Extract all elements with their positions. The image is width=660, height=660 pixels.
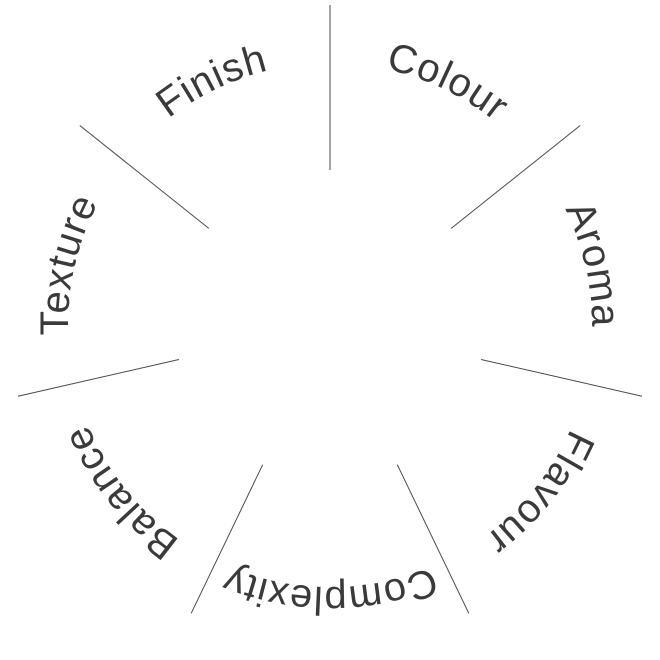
- segment-label-text: Aroma: [557, 195, 626, 328]
- segment-label-text: Colour: [383, 35, 516, 129]
- segment-label-complexity: Complexity: [216, 558, 443, 622]
- segment-label-text: Balance: [55, 419, 185, 568]
- segment-label-text: Texture: [33, 187, 106, 335]
- segment-label-text: Finish: [148, 36, 271, 126]
- segment-divider: [17, 359, 180, 397]
- segment-label-aroma: Aroma: [557, 195, 627, 328]
- segment-label-text: Flavour: [479, 424, 602, 564]
- segment-label-texture: Texture: [33, 187, 107, 335]
- segment-label-colour: Colour: [383, 35, 517, 129]
- segment-label-flavour: Flavour: [479, 424, 603, 564]
- segment-label-balance: Balance: [55, 419, 186, 568]
- segment-divider: [480, 359, 643, 397]
- segment-divider: [396, 464, 470, 614]
- segment-divider: [79, 125, 210, 229]
- segment-divider: [190, 464, 264, 614]
- segment-label-finish: Finish: [148, 36, 272, 126]
- segment-dividers: [17, 5, 643, 614]
- segment-label-text: Complexity: [216, 558, 442, 622]
- segment-divider: [450, 125, 581, 229]
